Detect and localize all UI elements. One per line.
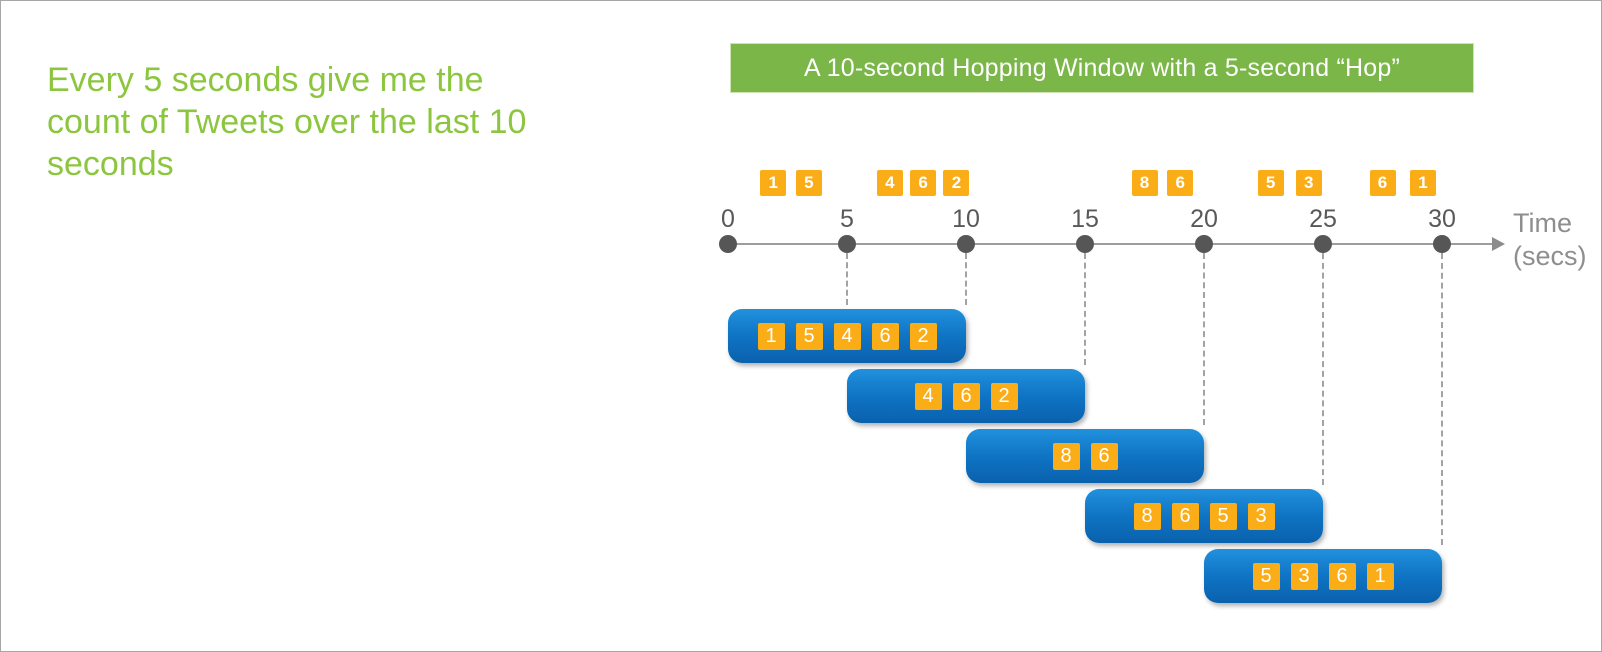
event-square: 1 bbox=[760, 170, 787, 196]
axis-tick-dot bbox=[1076, 235, 1094, 253]
axis-tick-dot bbox=[1314, 235, 1332, 253]
time-guide-dashed-line bbox=[965, 253, 967, 305]
axis-tick-label: 25 bbox=[1309, 205, 1337, 233]
time-axis-label-word: Time bbox=[1513, 208, 1572, 238]
event-square: 5 bbox=[795, 170, 822, 196]
window-event-value: 6 bbox=[1090, 442, 1118, 470]
event-square: 8 bbox=[1131, 170, 1158, 196]
window-event-value: 4 bbox=[914, 382, 942, 410]
window-event-value: 6 bbox=[1328, 562, 1356, 590]
axis-tick-label: 10 bbox=[952, 205, 980, 233]
window-event-value: 3 bbox=[1290, 562, 1318, 590]
axis-tick-label: 15 bbox=[1071, 205, 1099, 233]
time-axis-label: Time (secs) bbox=[1513, 207, 1587, 273]
query-description-line: seconds bbox=[47, 145, 174, 183]
window-event-value: 6 bbox=[871, 322, 899, 350]
time-guide-dashed-line bbox=[1084, 253, 1086, 365]
event-square: 3 bbox=[1295, 170, 1322, 196]
event-square: 6 bbox=[1369, 170, 1396, 196]
window-event-value: 3 bbox=[1247, 502, 1275, 530]
axis-tick-dot bbox=[1433, 235, 1451, 253]
window-event-value: 4 bbox=[833, 322, 861, 350]
window-event-value: 5 bbox=[1252, 562, 1280, 590]
query-description: Every 5 seconds give me the count of Twe… bbox=[47, 59, 526, 185]
window-event-value: 5 bbox=[1209, 502, 1237, 530]
window-event-value: 1 bbox=[757, 322, 785, 350]
window-event-value: 6 bbox=[1171, 502, 1199, 530]
axis-tick-label: 5 bbox=[840, 205, 854, 233]
axis-tick-label: 0 bbox=[721, 205, 735, 233]
time-guide-dashed-line bbox=[1322, 253, 1324, 485]
query-description-line: Every 5 seconds give me the bbox=[47, 61, 484, 99]
time-axis-line bbox=[728, 243, 1494, 245]
event-square: 4 bbox=[876, 170, 903, 196]
diagram-title-banner: A 10-second Hopping Window with a 5-seco… bbox=[730, 43, 1474, 93]
window-event-value: 5 bbox=[795, 322, 823, 350]
window-event-value: 2 bbox=[990, 382, 1018, 410]
window-event-value: 6 bbox=[952, 382, 980, 410]
event-square: 1 bbox=[1409, 170, 1436, 196]
time-axis-label-unit: (secs) bbox=[1513, 241, 1587, 271]
axis-tick-dot bbox=[719, 235, 737, 253]
axis-tick-label: 30 bbox=[1428, 205, 1456, 233]
axis-tick-dot bbox=[1195, 235, 1213, 253]
event-square: 6 bbox=[1167, 170, 1194, 196]
time-guide-dashed-line bbox=[846, 253, 848, 305]
time-guide-dashed-line bbox=[1203, 253, 1205, 425]
event-square: 6 bbox=[910, 170, 937, 196]
diagram-title: A 10-second Hopping Window with a 5-seco… bbox=[803, 53, 1401, 82]
axis-tick-label: 20 bbox=[1190, 205, 1218, 233]
window-event-value: 1 bbox=[1366, 562, 1394, 590]
axis-tick-dot bbox=[838, 235, 856, 253]
time-axis-arrow-icon bbox=[1492, 237, 1505, 251]
window-event-value: 8 bbox=[1133, 502, 1161, 530]
query-description-line: count of Tweets over the last 10 bbox=[47, 103, 527, 141]
window-event-value: 8 bbox=[1052, 442, 1080, 470]
event-square: 5 bbox=[1257, 170, 1284, 196]
axis-tick-dot bbox=[957, 235, 975, 253]
time-guide-dashed-line bbox=[1441, 253, 1443, 545]
window-event-value: 2 bbox=[909, 322, 937, 350]
event-square: 2 bbox=[943, 170, 970, 196]
